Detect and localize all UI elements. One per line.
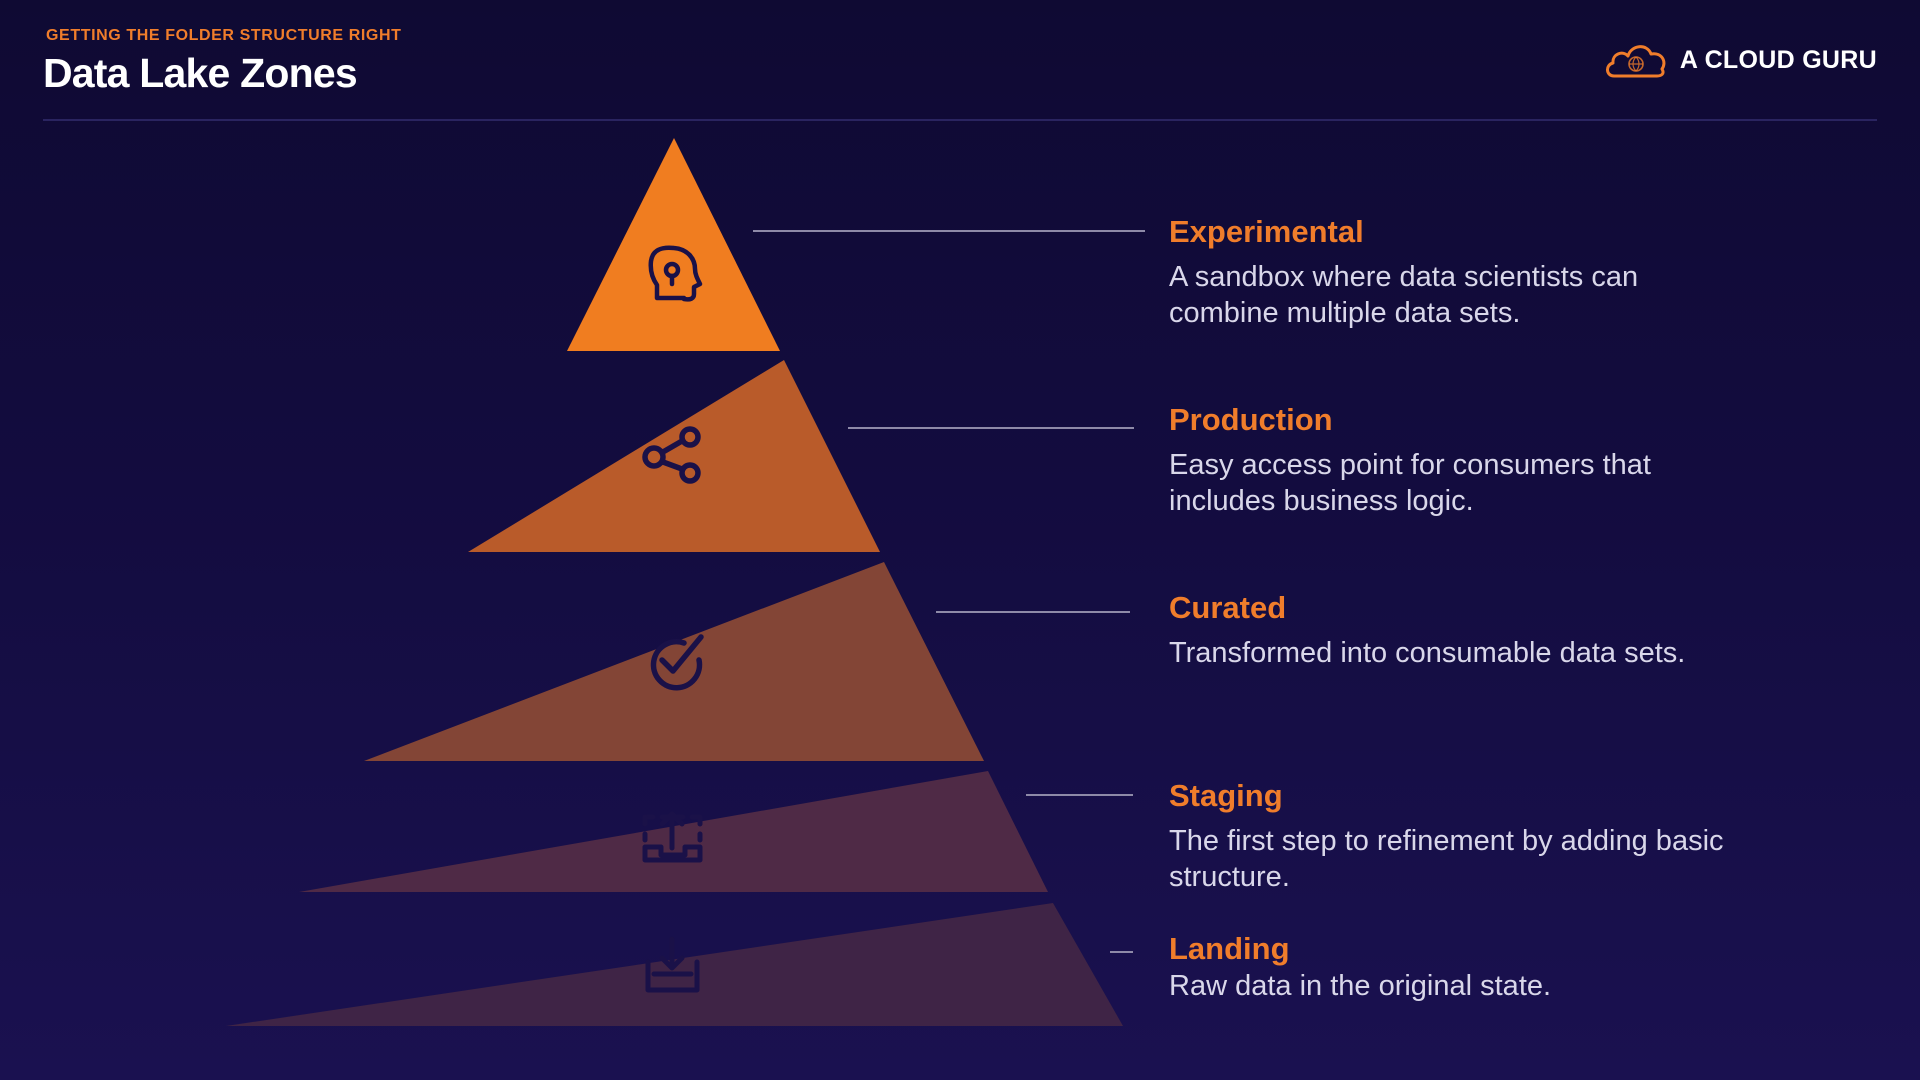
tier-production xyxy=(468,360,880,552)
check-circle-icon xyxy=(650,634,704,691)
zone-name: Staging xyxy=(1169,778,1283,813)
share-icon xyxy=(642,426,701,484)
zone-description: A sandbox where data scientists can comb… xyxy=(1169,261,1639,329)
zone-description: Raw data in the original state. xyxy=(1169,970,1552,1002)
header-divider xyxy=(43,119,1877,121)
zone-name: Production xyxy=(1169,402,1333,437)
head-lightbulb-icon xyxy=(648,245,703,302)
tier-experimental xyxy=(567,138,780,351)
zone-description: The first step to refinement by adding b… xyxy=(1169,825,1724,893)
upload-box-icon xyxy=(642,811,703,863)
slide-title: Data Lake Zones xyxy=(43,50,358,96)
zone-name: Curated xyxy=(1169,590,1287,625)
zone-description: Easy access point for consumers that inc… xyxy=(1169,449,1651,517)
download-tray-icon xyxy=(645,936,700,993)
tier-curated xyxy=(364,562,984,761)
brand: A CLOUD GURU xyxy=(1604,38,1877,82)
zone-experimental: Experimental A sandbox where data scient… xyxy=(1169,213,1729,331)
zone-landing: Landing Raw data in the original state. xyxy=(1169,930,1729,1004)
zone-curated: Curated Transformed into consumable data… xyxy=(1169,589,1729,671)
zone-staging: Staging The first step to refinement by … xyxy=(1169,777,1729,895)
zone-name: Experimental xyxy=(1169,214,1364,249)
slide-kicker: GETTING THE FOLDER STRUCTURE RIGHT xyxy=(46,27,402,44)
brand-name: A CLOUD GURU xyxy=(1679,45,1877,74)
cloud-logo-icon xyxy=(1605,45,1666,78)
zone-name: Landing xyxy=(1169,931,1290,966)
zone-description: Transformed into consumable data sets. xyxy=(1169,637,1686,669)
zone-production: Production Easy access point for consume… xyxy=(1169,401,1729,519)
